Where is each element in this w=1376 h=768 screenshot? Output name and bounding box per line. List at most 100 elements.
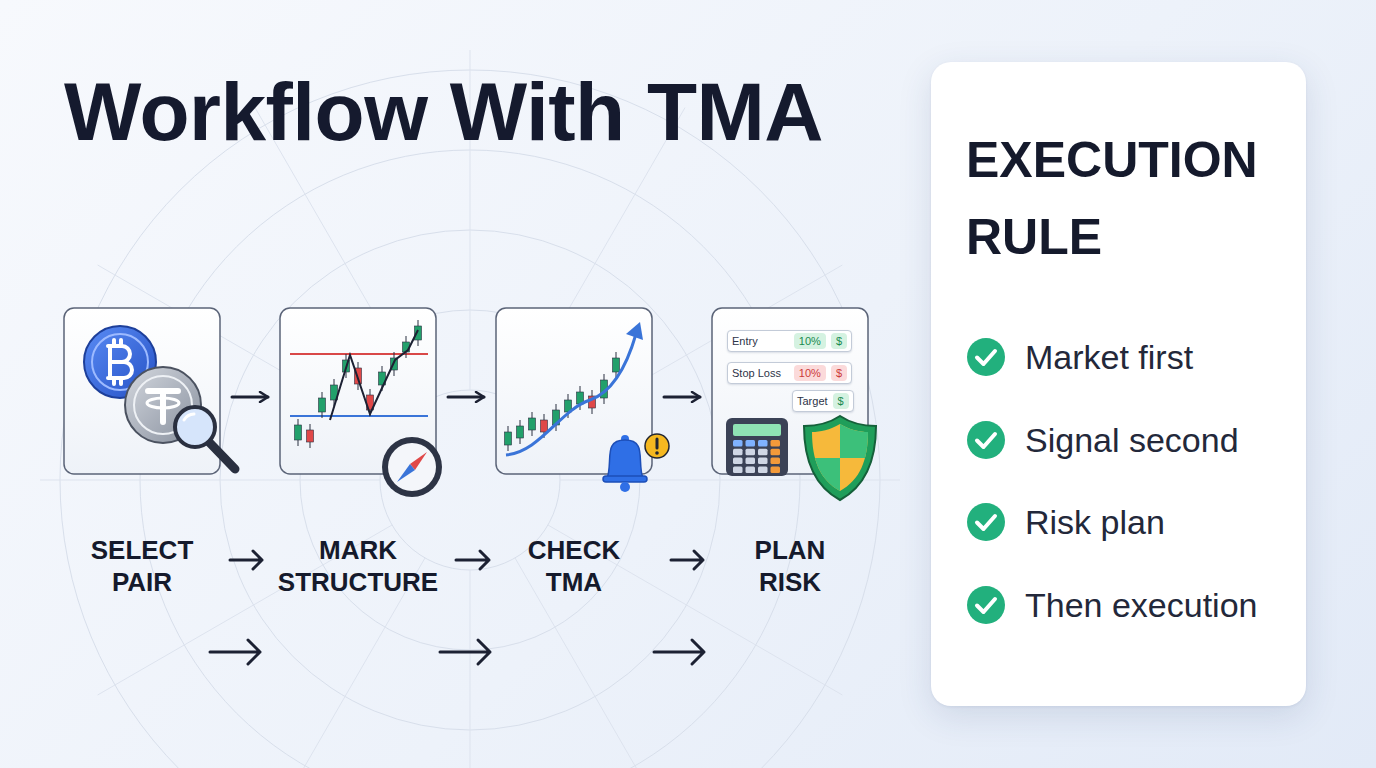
step-label-box: SELECT PAIR — [67, 534, 217, 598]
step-card: PLAN RISKEntry10%$Stop Loss10%$Target$ — [712, 308, 868, 474]
magnifier — [208, 441, 235, 469]
calculator-key — [746, 458, 756, 465]
alert-bell — [645, 434, 669, 458]
calculator-key — [758, 466, 768, 473]
candlestick — [319, 398, 326, 412]
calculator-key — [758, 449, 768, 456]
compass — [382, 437, 442, 497]
checklist-text: Market first — [1025, 337, 1193, 377]
check-mark — [977, 434, 995, 447]
check-circle — [967, 338, 1005, 376]
flow-connector — [232, 396, 268, 399]
compass — [397, 464, 415, 482]
grid-ring — [40, 480, 380, 481]
compass — [382, 437, 442, 497]
calculator-key — [733, 440, 780, 473]
value-pill: 10% — [794, 333, 826, 349]
alert-bell — [607, 440, 643, 478]
checklist-text: Then execution — [1025, 585, 1258, 625]
candlestick — [505, 426, 512, 451]
candlestick — [517, 420, 524, 444]
form-row: Entry 10% $ — [727, 330, 852, 352]
tma-chart — [626, 322, 643, 340]
check-mark — [977, 516, 995, 529]
alert-bell — [603, 476, 647, 482]
checklist-text: Risk plan — [1025, 502, 1165, 542]
calculator-key — [733, 440, 743, 447]
check-mark — [977, 351, 995, 364]
calculator-key — [771, 440, 781, 447]
calculator — [726, 418, 788, 476]
calculator-key — [758, 458, 768, 465]
card-frame — [64, 308, 868, 474]
value-pill: 10% — [794, 365, 826, 381]
step-label: MARK STRUCTURE — [263, 534, 453, 598]
candlestick — [541, 420, 548, 432]
calculator-key — [733, 449, 743, 456]
candlestick — [295, 419, 302, 446]
magnifier — [175, 407, 235, 469]
shield — [804, 416, 876, 500]
calculator-key — [733, 466, 743, 473]
step-label-box: MARK STRUCTURE — [263, 534, 453, 598]
checklist-item: Market first — [966, 333, 1193, 381]
calculator-key — [771, 466, 781, 473]
diagram-title: Workflow With TMA — [64, 71, 823, 153]
grid-ring — [470, 570, 471, 768]
flow-arrow — [210, 640, 260, 664]
structure-chart — [290, 353, 428, 355]
candlestick — [319, 392, 326, 418]
candlestick — [505, 432, 512, 445]
calculator-key — [771, 458, 781, 465]
candlestick — [529, 412, 536, 436]
check-icon — [966, 337, 1006, 377]
structure-chart — [330, 330, 418, 420]
step-label: SELECT PAIR — [67, 534, 217, 598]
shield — [804, 416, 876, 500]
shield — [808, 420, 872, 494]
check-circle — [967, 503, 1005, 541]
step-card: SELECT PAIR — [64, 308, 220, 474]
calculator-key — [746, 440, 756, 447]
tma-chart — [505, 322, 644, 455]
panel-heading: EXECUTION RULE — [966, 122, 1276, 276]
calculator-key — [746, 466, 756, 473]
shield — [808, 458, 840, 494]
tether-coin — [148, 391, 178, 422]
alert-bell — [656, 439, 659, 448]
candlestick — [517, 426, 524, 438]
rule-panel: EXECUTION RULE Market firstSignal secondR… — [931, 62, 1306, 706]
magnifier — [184, 414, 194, 420]
candlestick — [295, 320, 422, 448]
magnifier — [175, 407, 215, 447]
step-label: CHECK TMA — [514, 534, 634, 598]
compass — [388, 443, 436, 491]
shield — [840, 420, 872, 458]
value-pill: $ — [831, 365, 847, 381]
calculator-key — [758, 440, 768, 447]
checklist-item: Signal second — [966, 416, 1239, 464]
value-pill: $ — [833, 393, 849, 409]
flow-arrow — [671, 551, 703, 569]
alert-bell — [620, 482, 630, 492]
flow-arrow — [456, 551, 489, 569]
form-row: Target$ — [792, 390, 854, 412]
tma-chart — [506, 334, 636, 455]
candlestick — [307, 430, 314, 442]
candlestick — [307, 424, 314, 448]
check-icon — [966, 585, 1006, 625]
connector-group — [232, 397, 700, 398]
check-circle — [967, 586, 1005, 624]
value-pill: $ — [831, 333, 847, 349]
flow-connector — [664, 396, 700, 399]
check-circle — [967, 421, 1005, 459]
field-label: Entry — [732, 334, 789, 348]
structure-chart — [290, 320, 428, 448]
structure-chart — [290, 415, 428, 417]
checklist-text: Signal second — [1025, 420, 1239, 460]
field-label: Stop Loss — [732, 366, 789, 380]
flow-arrow — [654, 640, 704, 664]
check-icon — [966, 420, 1006, 460]
calculator-key — [733, 458, 743, 465]
candlestick — [613, 358, 620, 372]
